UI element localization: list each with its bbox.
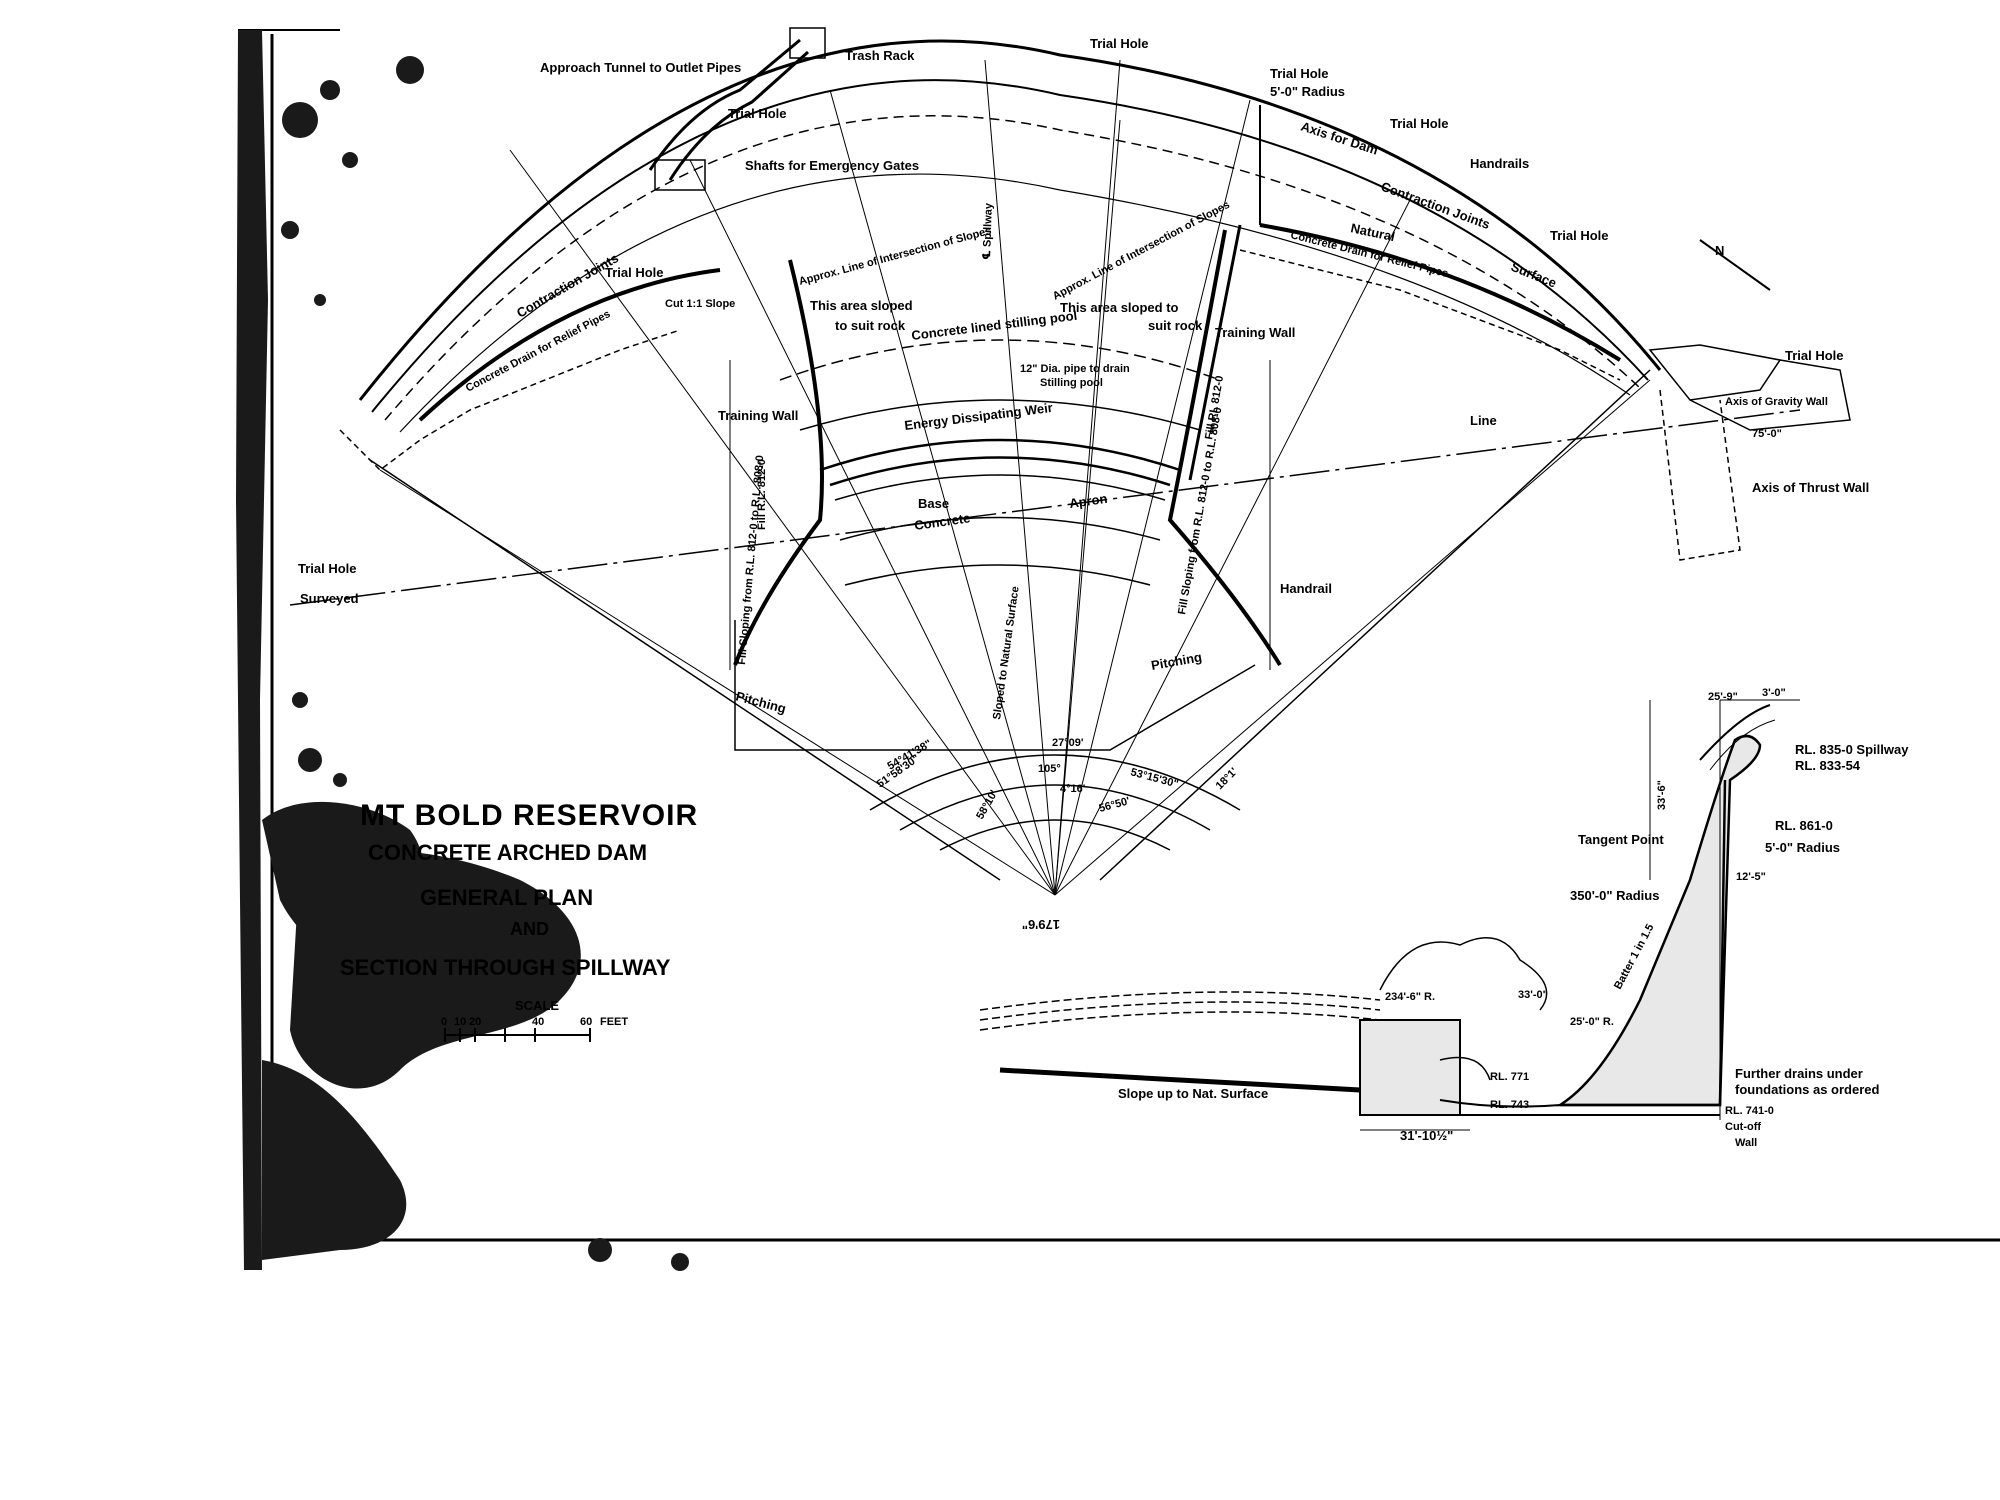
label-pipe-drain2: Stilling pool <box>1040 377 1103 389</box>
label-contraction-joints-r: Contraction Joints <box>1379 179 1492 232</box>
label-fill-rl-l: Fill R.L. 812-0 <box>756 459 768 530</box>
label-radius-5: 5'-0" Radius <box>1270 84 1345 99</box>
label-radius-5s: 5'-0" Radius <box>1765 840 1840 855</box>
label-rl-743: RL. 743 <box>1490 1099 1529 1111</box>
label-trial-hole-top: Trial Hole <box>1090 36 1149 51</box>
label-cutoff1: Cut-off <box>1725 1121 1761 1133</box>
label-trial-hole-far-l: Trial Hole <box>298 561 357 576</box>
scale-tick-20: 20 <box>469 1016 481 1028</box>
label-ang-56: 56°50' <box>1098 795 1132 815</box>
scale-bar <box>444 1028 591 1042</box>
label-trial-hole-left-top: Trial Hole <box>728 106 787 121</box>
title-block: MT BOLD RESERVOIR CONCRETE ARCHED DAM GE… <box>340 799 698 1028</box>
label-radius-234: 234'-6" R. <box>1385 991 1435 1003</box>
label-shafts: Shafts for Emergency Gates <box>745 158 919 173</box>
scale-tick-10: 10 <box>454 1016 466 1028</box>
section-view <box>979 699 1800 1131</box>
label-area-sloped-r1: This area sloped to <box>1060 300 1179 315</box>
title-dam: CONCRETE ARCHED DAM <box>368 840 647 865</box>
label-trial-hole-r3: Trial Hole <box>1550 228 1609 243</box>
label-trial-hole-right2: Trial Hole <box>1390 116 1449 131</box>
plan-view <box>289 27 1851 896</box>
label-further-drains1: Further drains under <box>1735 1066 1863 1081</box>
label-line: Line <box>1470 413 1497 428</box>
label-pipe-drain1: 12" Dia. pipe to drain <box>1020 363 1130 375</box>
label-sloped-natural: Sloped to Natural Surface <box>991 586 1022 721</box>
label-rl-833: RL. 833-54 <box>1795 758 1861 773</box>
label-training-wall-r: Training Wall <box>1215 325 1295 340</box>
label-handrails: Handrails <box>1470 156 1529 171</box>
label-area-sloped-l1: This area sloped <box>810 298 913 313</box>
label-radius-25: 25'-0" R. <box>1570 1016 1614 1028</box>
label-cutoff2: Wall <box>1735 1137 1757 1149</box>
label-natural: Natural <box>1349 220 1396 244</box>
scale-tick-40: 40 <box>532 1016 544 1028</box>
label-approach-tunnel: Approach Tunnel to Outlet Pipes <box>540 60 741 75</box>
label-dim-top2: 3'-0" <box>1762 687 1786 699</box>
label-stilling-pool: Concrete lined stilling pool <box>911 308 1078 343</box>
label-ang-105: 105° <box>1038 763 1061 775</box>
label-dim-31: 31'-10½" <box>1400 1128 1453 1143</box>
label-rl-741: RL. 741-0 <box>1725 1105 1774 1117</box>
label-north: N <box>1715 243 1724 258</box>
label-tangent-point: Tangent Point <box>1578 832 1664 847</box>
label-area-sloped-l2: to suit rock <box>835 318 906 333</box>
label-base: Base <box>918 496 949 511</box>
section-labels: 25'-9" 3'-0" RL. 835-0 Spillway RL. 833-… <box>1118 687 1909 1149</box>
scale-label: SCALE <box>515 998 559 1013</box>
label-rl-771: RL. 771 <box>1490 1071 1529 1083</box>
plan-labels: Approach Tunnel to Outlet Pipes Trash Ra… <box>298 36 1869 932</box>
label-dim-33: 33'-6" <box>1656 780 1668 810</box>
title-general-plan: GENERAL PLAN <box>420 885 593 910</box>
label-ang-58: 58°10' <box>974 788 1000 822</box>
label-dim-top: 25'-9" <box>1708 691 1738 703</box>
label-concrete: Concrete <box>913 510 971 533</box>
title-and: AND <box>510 919 549 939</box>
label-ang-4: 4°16' <box>1060 783 1086 795</box>
label-surveyed: Surveyed <box>300 591 359 606</box>
label-spillway-axis: ℄ Spillway <box>981 202 995 260</box>
scale-unit: FEET <box>600 1016 628 1028</box>
label-pitching-l: Pitching <box>734 688 787 716</box>
label-radius-bottom: 179'6" <box>1022 917 1060 932</box>
label-slope-up: Slope up to Nat. Surface <box>1118 1086 1268 1101</box>
label-axis-for-dam: Axis for Dam <box>1299 119 1380 158</box>
title-reservoir: MT BOLD RESERVOIR <box>360 799 698 832</box>
label-trash-rack: Trash Rack <box>845 48 915 63</box>
label-approx-line: Approx. Line of Intersection of Slopes <box>798 225 993 288</box>
label-ang-18: 18°1' <box>1214 765 1241 792</box>
label-pitching-r: Pitching <box>1150 649 1203 673</box>
label-drain-relief-l: Concrete Drain for Relief Pipes <box>464 308 613 395</box>
label-cut-slope: Cut 1:1 Slope <box>665 298 735 310</box>
label-radius-350: 350'-0" Radius <box>1570 888 1659 903</box>
scale-tick-0: 0 <box>441 1016 447 1028</box>
label-fill-sloping-l: Fill Sloping from R.L. 812-0 to R.L. 808… <box>736 455 766 666</box>
label-fill-sloping-r: Fill Sloping from R.L. 812-0 to R.L. 808… <box>1176 406 1224 615</box>
label-dim-12: 12'-5" <box>1736 871 1766 883</box>
label-axis-thrust: Axis of Thrust Wall <box>1752 480 1869 495</box>
scale-tick-60: 60 <box>580 1016 592 1028</box>
label-training-wall-l: Training Wall <box>718 408 798 423</box>
label-dim-33b: 33'-0" <box>1518 989 1548 1001</box>
label-dim-75: 75'-0" <box>1752 428 1782 440</box>
ink-stains <box>236 30 689 1271</box>
label-ang-27: 27°09' <box>1052 737 1084 749</box>
title-section: SECTION THROUGH SPILLWAY <box>340 955 671 980</box>
label-rl-861: RL. 861-0 <box>1775 818 1833 833</box>
label-area-sloped-r2: suit rock <box>1148 318 1203 333</box>
label-further-drains2: foundations as ordered <box>1735 1082 1880 1097</box>
label-trial-hole-far-r: Trial Hole <box>1785 348 1844 363</box>
label-axis-gravity: Axis of Gravity Wall <box>1725 396 1828 408</box>
label-approx-line2: Approx. Line of Intersection of Slopes <box>1051 199 1232 303</box>
label-trial-hole-l2: Trial Hole <box>605 265 664 280</box>
label-rl-835: RL. 835-0 Spillway <box>1795 742 1909 757</box>
label-handrail: Handrail <box>1280 581 1332 596</box>
label-ang-53: 53°15'30" <box>1129 766 1179 790</box>
label-apron: Apron <box>1068 491 1108 511</box>
label-surface: Surface <box>1509 259 1559 291</box>
label-trial-hole-right-top: Trial Hole <box>1270 66 1329 81</box>
